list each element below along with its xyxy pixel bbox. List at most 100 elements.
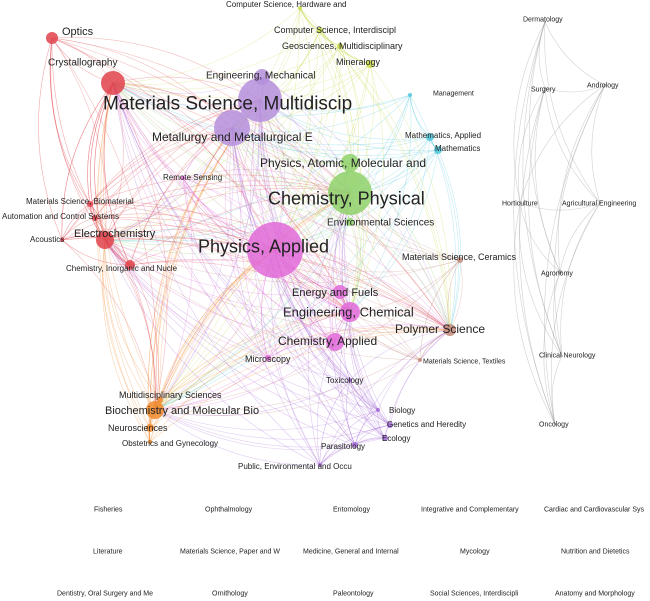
edge-344 bbox=[49, 37, 96, 219]
edge-22 bbox=[259, 99, 351, 313]
node-mathematics[interactable] bbox=[434, 146, 442, 154]
edge-272 bbox=[319, 29, 451, 331]
edge-165 bbox=[104, 136, 431, 241]
edge-204 bbox=[154, 149, 439, 411]
node-microscopy[interactable] bbox=[265, 355, 271, 361]
node-andrology[interactable] bbox=[604, 84, 606, 86]
node-metallurgy[interactable] bbox=[214, 110, 250, 146]
edge-105 bbox=[154, 192, 351, 411]
label-engineering-chemical: Engineering, Chemical bbox=[283, 305, 414, 320]
node-layer bbox=[46, 6, 606, 467]
node-surgery[interactable] bbox=[544, 87, 546, 89]
node-multidisciplinary-sciences[interactable] bbox=[157, 397, 163, 403]
node-agronomy[interactable] bbox=[558, 270, 562, 274]
node-mathematics-applied[interactable] bbox=[426, 133, 434, 141]
label-parasitology: Parasitology bbox=[321, 442, 365, 451]
edge-423 bbox=[513, 21, 556, 425]
node-electrochemistry[interactable] bbox=[96, 231, 114, 249]
edge-433 bbox=[554, 84, 606, 357]
edge-322 bbox=[94, 82, 114, 241]
node-acoustics[interactable] bbox=[60, 238, 64, 242]
node-remote-sensing[interactable] bbox=[181, 176, 185, 180]
node-polymer-science[interactable] bbox=[444, 324, 456, 336]
edge-432 bbox=[557, 84, 606, 273]
node-chemistry-inorganic[interactable] bbox=[125, 260, 135, 270]
node-physics-applied[interactable] bbox=[247, 222, 303, 278]
edge-265 bbox=[316, 311, 351, 466]
edge-245 bbox=[89, 203, 351, 313]
edge-320 bbox=[87, 82, 114, 205]
edge-256 bbox=[159, 311, 351, 401]
edge-73 bbox=[274, 249, 386, 439]
node-toxicology[interactable] bbox=[348, 378, 352, 382]
edge-200 bbox=[154, 192, 351, 411]
node-crystallography[interactable] bbox=[101, 71, 125, 95]
edge-234 bbox=[319, 29, 363, 313]
node-environmental-sciences[interactable] bbox=[346, 218, 354, 226]
edge-362 bbox=[61, 239, 131, 266]
label-obstetrics: Obstetrics and Gynecology bbox=[122, 439, 218, 448]
edge-329 bbox=[112, 82, 461, 261]
edge-145 bbox=[147, 127, 233, 443]
node-energy-fuels[interactable] bbox=[333, 285, 347, 299]
edge-337 bbox=[112, 82, 379, 411]
node-clinical-neurology[interactable] bbox=[561, 355, 563, 357]
node-parasitology[interactable] bbox=[352, 442, 358, 448]
node-materials-science-ceramics[interactable] bbox=[457, 257, 463, 263]
node-computer-science-interdisciplinary[interactable] bbox=[317, 27, 323, 33]
label-clinical-neurology: Clinical Neurology bbox=[539, 352, 596, 359]
edge-140 bbox=[231, 127, 451, 331]
node-horticulture[interactable] bbox=[519, 202, 521, 204]
edge-152 bbox=[51, 37, 107, 241]
node-dermatology[interactable] bbox=[544, 21, 546, 23]
edge-189 bbox=[104, 239, 321, 466]
label-cardiac-cardiovascular: Cardiac and Cardiovascular Sys bbox=[544, 506, 644, 513]
label-chemistry-inorganic: Chemistry, Inorganic and Nucle bbox=[66, 264, 178, 273]
node-engineering-mechanical[interactable] bbox=[254, 69, 270, 85]
edge-141 bbox=[231, 127, 421, 361]
edge-202 bbox=[154, 94, 411, 411]
edge-242 bbox=[349, 149, 439, 313]
label-materials-science-multidisciplinary: Materials Science, Multidiscip bbox=[103, 94, 352, 115]
node-management[interactable] bbox=[408, 93, 412, 97]
edge-224 bbox=[154, 409, 391, 440]
node-neurosciences[interactable] bbox=[146, 424, 154, 432]
edge-326 bbox=[112, 82, 351, 313]
node-optics[interactable] bbox=[46, 32, 58, 44]
label-ophthalmology: Ophthalmology bbox=[205, 506, 253, 513]
node-obstetrics[interactable] bbox=[148, 440, 152, 444]
node-biochemistry[interactable] bbox=[146, 401, 164, 419]
node-chemistry-applied[interactable] bbox=[326, 333, 344, 351]
edge-106 bbox=[149, 192, 351, 429]
node-biology[interactable] bbox=[376, 408, 380, 412]
node-materials-science-multidisciplinary[interactable] bbox=[238, 78, 282, 122]
edge-44 bbox=[274, 29, 324, 251]
node-physics-atomic[interactable] bbox=[341, 154, 359, 172]
edge-215 bbox=[154, 357, 269, 411]
node-chemistry-physical[interactable] bbox=[328, 171, 372, 215]
edge-180 bbox=[104, 239, 161, 401]
edge-107 bbox=[149, 192, 351, 443]
edge-114 bbox=[51, 37, 233, 129]
node-public-environmental[interactable] bbox=[318, 463, 322, 467]
node-genetics[interactable] bbox=[387, 422, 393, 428]
node-mineralogy[interactable] bbox=[366, 60, 374, 68]
node-oncology[interactable] bbox=[554, 423, 556, 425]
node-agricultural-engineering[interactable] bbox=[599, 202, 601, 204]
node-computer-science-hardware[interactable] bbox=[298, 6, 302, 10]
edge-27 bbox=[259, 99, 421, 361]
node-geosciences[interactable] bbox=[337, 43, 343, 49]
node-materials-science-biomaterials[interactable] bbox=[87, 201, 93, 207]
edge-331 bbox=[112, 82, 421, 361]
edge-193 bbox=[154, 76, 263, 411]
node-ecology[interactable] bbox=[382, 435, 388, 441]
edge-429 bbox=[519, 87, 556, 425]
node-automation-control[interactable] bbox=[92, 215, 98, 221]
edge-191 bbox=[112, 82, 168, 411]
edge-121 bbox=[231, 63, 371, 129]
label-acoustics: Acoustics bbox=[30, 235, 64, 244]
edge-333 bbox=[100, 82, 156, 411]
node-engineering-chemical[interactable] bbox=[340, 302, 360, 322]
node-materials-science-textiles[interactable] bbox=[418, 358, 422, 362]
edge-297 bbox=[149, 329, 451, 443]
